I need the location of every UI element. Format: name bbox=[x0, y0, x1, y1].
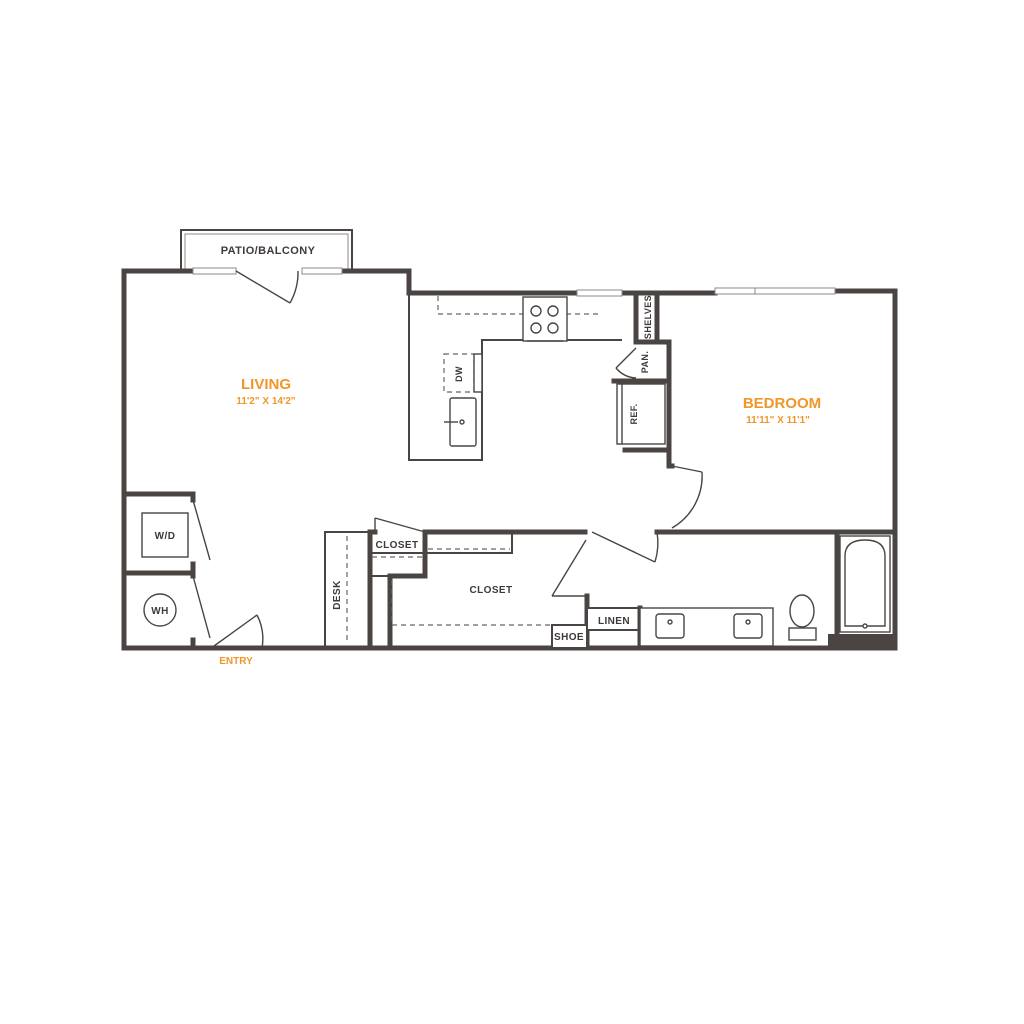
linen-label: LINEN bbox=[598, 616, 630, 627]
entry-door bbox=[213, 614, 264, 649]
shelves-label: SHELVES bbox=[643, 295, 653, 339]
refrigerator-label: REF. bbox=[629, 403, 639, 424]
windows bbox=[192, 267, 836, 297]
living-room-dimensions: 11'2" X 14'2" bbox=[236, 396, 296, 407]
patio-door bbox=[235, 270, 299, 304]
laundry-closets bbox=[121, 491, 211, 651]
bedroom-walls bbox=[666, 463, 898, 535]
range-icon bbox=[522, 296, 568, 342]
patio-label: PATIO/BALCONY bbox=[221, 245, 316, 257]
bath bbox=[586, 529, 898, 651]
pantry-door bbox=[615, 347, 637, 379]
closets bbox=[367, 517, 590, 651]
desk-label: DESK bbox=[332, 580, 343, 610]
desk bbox=[324, 531, 370, 648]
sink-icon bbox=[444, 397, 477, 447]
entry-label: ENTRY bbox=[219, 656, 253, 667]
bathtub-icon bbox=[839, 535, 891, 633]
refrigerator-icon bbox=[616, 383, 666, 445]
washer-dryer-label: W/D bbox=[155, 531, 176, 542]
sink-icon bbox=[733, 613, 763, 639]
living-room-name: LIVING bbox=[241, 376, 291, 393]
toilet-icon bbox=[788, 594, 817, 641]
kitchen bbox=[408, 293, 622, 461]
dishwasher-icon bbox=[443, 353, 483, 393]
shoe-label: SHOE bbox=[554, 632, 584, 643]
bedroom-dimensions: 11'11" X 11'1" bbox=[746, 415, 810, 426]
sink-icon bbox=[655, 613, 685, 639]
patio-balcony bbox=[180, 229, 353, 270]
small-closet-label: CLOSET bbox=[376, 540, 419, 551]
water-heater-label: WH bbox=[151, 606, 168, 617]
pantry-label: PAN. bbox=[640, 351, 650, 373]
washer-dryer-icon bbox=[141, 512, 189, 558]
walk-in-closet-label: CLOSET bbox=[470, 585, 513, 596]
dishwasher-label: DW bbox=[454, 366, 464, 382]
pantry-block bbox=[611, 290, 672, 469]
bedroom-name: BEDROOM bbox=[743, 395, 821, 412]
water-heater-icon bbox=[143, 593, 177, 627]
